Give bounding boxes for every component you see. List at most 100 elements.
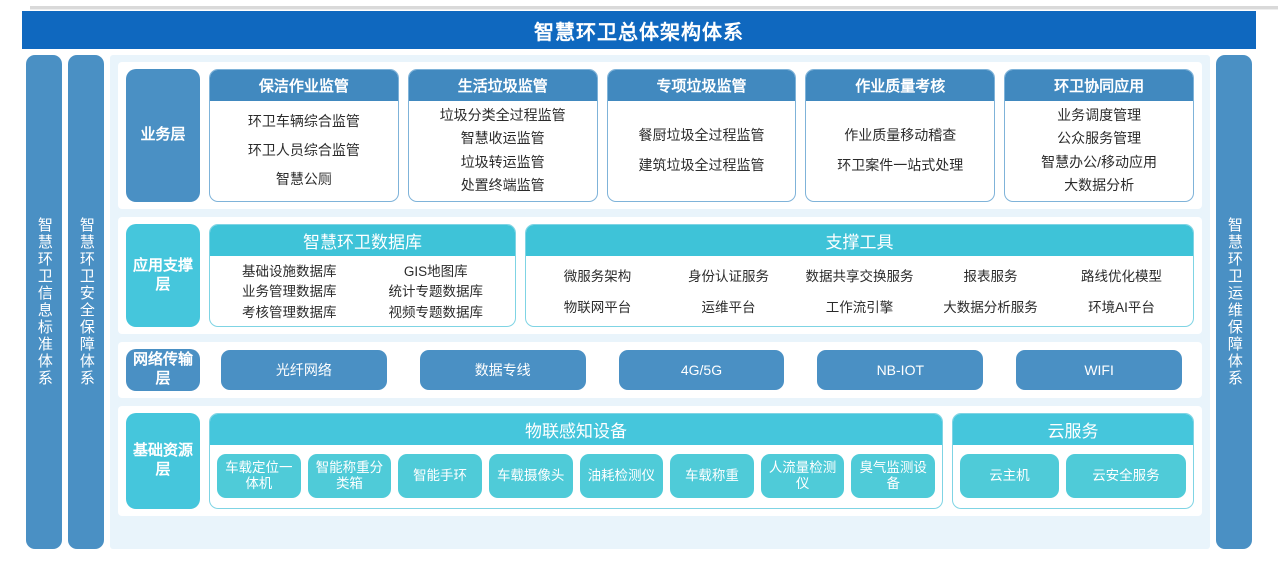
diagram-body: 智慧环卫信息标准体系 智慧环卫安全保障体系 业务层 保洁作业监管 环卫车辆综合监… [22, 49, 1256, 555]
network-pill-wifi[interactable]: WIFI [1016, 350, 1182, 391]
pillar-label: 智慧环卫运维保障体系 [1225, 217, 1243, 387]
panel-cell: GIS地图库 [403, 263, 468, 279]
panel-row: 物联网平台 运维平台 工作流引擎 大数据分析服务 环境AI平台 [532, 290, 1187, 321]
network-pill-leased-line[interactable]: 数据专线 [419, 350, 586, 391]
layer-business: 业务层 保洁作业监管 环卫车辆综合监管 环卫人员综合监管 智慧公厕 生活垃圾监管 [118, 62, 1202, 210]
card-items: 作业质量移动稽查 环卫案件一站式处理 [806, 101, 994, 201]
panel-cell: 大数据分析服务 [943, 299, 1038, 315]
diagram-title-banner: 智慧环卫总体架构体系 [22, 11, 1256, 49]
card-item: 智慧办公/移动应用 [1041, 153, 1158, 170]
layer-tag-application-support: 应用支撑层 [126, 224, 200, 328]
top-divider-rule-secondary [30, 9, 1278, 10]
layer-base-resource: 基础资源层 物联感知设备 车载定位一体机 智能称重分类箱 智能手环 车载摄像头 … [118, 406, 1202, 517]
device-chip-fuel-monitor[interactable]: 油耗检测仪 [579, 453, 664, 498]
card-items: 餐厨垃圾全过程监管 建筑垃圾全过程监管 [608, 101, 796, 201]
layer-stack: 业务层 保洁作业监管 环卫车辆综合监管 环卫人员综合监管 智慧公厕 生活垃圾监管 [110, 55, 1210, 549]
card-item: 公众服务管理 [1057, 130, 1142, 147]
device-chip-vehicle-scale[interactable]: 车载称重 [670, 453, 754, 498]
layer-tag-network-transmission: 网络传输层 [126, 349, 200, 392]
panel-cell: 考核管理数据库 [242, 304, 337, 320]
panel-cell: 基础设施数据库 [242, 263, 337, 279]
top-divider-rule [30, 6, 1278, 9]
business-cards: 保洁作业监管 环卫车辆综合监管 环卫人员综合监管 智慧公厕 生活垃圾监管 垃圾分… [209, 69, 1194, 203]
card-title: 作业质量考核 [806, 70, 995, 101]
card-item: 处置终端监管 [460, 176, 545, 193]
panel-cell: 身份认证服务 [688, 268, 769, 284]
panel-rows: 微服务架构 身份认证服务 数据共享交换服务 报表服务 路线优化模型 物联网平台 … [526, 256, 1193, 326]
layer-tag-base-resource: 基础资源层 [126, 413, 200, 510]
card-item: 智慧收运监管 [460, 130, 545, 147]
card-title: 专项垃圾监管 [607, 70, 796, 101]
layer-application-support: 应用支撑层 智慧环卫数据库 基础设施数据库 GIS地图库 业务管理数据库 [118, 217, 1202, 335]
card-items: 垃圾分类全过程监管 智慧收运监管 垃圾转运监管 处置终端监管 [409, 101, 597, 201]
business-card-special-waste-supervision[interactable]: 专项垃圾监管 餐厨垃圾全过程监管 建筑垃圾全过程监管 [606, 69, 797, 203]
panel-cell: 业务管理数据库 [242, 284, 337, 300]
card-title: 环卫协同应用 [1005, 70, 1193, 101]
panel-title: 云服务 [953, 414, 1193, 446]
panel-cell: 工作流引擎 [825, 299, 894, 315]
panel-cell: 统计专题数据库 [388, 284, 484, 300]
panel-cell: 视频专题数据库 [388, 304, 484, 320]
panel-row: 基础设施数据库 GIS地图库 [216, 259, 509, 280]
card-title: 保洁作业监管 [210, 70, 398, 101]
card-title: 生活垃圾监管 [408, 70, 597, 101]
business-card-domestic-waste-supervision[interactable]: 生活垃圾监管 垃圾分类全过程监管 智慧收运监管 垃圾转运监管 处置终端监管 [407, 69, 598, 203]
support-panel-database[interactable]: 智慧环卫数据库 基础设施数据库 GIS地图库 业务管理数据库 统计专题数据库 [209, 224, 516, 328]
panel-title: 支撑工具 [526, 225, 1193, 257]
cloud-chips: 云主机 云安全服务 [953, 445, 1193, 508]
base-panel-cloud-services[interactable]: 云服务 云主机 云安全服务 [952, 413, 1194, 510]
pillar-label: 智慧环卫信息标准体系 [35, 217, 53, 387]
device-chip-smart-weighing-bin[interactable]: 智能称重分类箱 [307, 453, 392, 498]
cloud-chip-cloud-security[interactable]: 云安全服务 [1065, 453, 1186, 498]
panel-title: 智慧环卫数据库 [210, 225, 515, 257]
business-card-cleaning-supervision[interactable]: 保洁作业监管 环卫车辆综合监管 环卫人员综合监管 智慧公厕 [209, 69, 399, 203]
card-item: 业务调度管理 [1057, 107, 1142, 123]
business-card-collaborative-application[interactable]: 环卫协同应用 业务调度管理 公众服务管理 智慧办公/移动应用 大数据分析 [1004, 69, 1194, 203]
panel-cell: 环境AI平台 [1088, 299, 1155, 315]
panel-title: 物联感知设备 [210, 414, 942, 446]
base-panel-iot-devices[interactable]: 物联感知设备 车载定位一体机 智能称重分类箱 智能手环 车载摄像头 油耗检测仪 … [209, 413, 943, 510]
panel-rows: 基础设施数据库 GIS地图库 业务管理数据库 统计专题数据库 考核管理数据库 视… [210, 256, 515, 326]
pillar-information-standard-system[interactable]: 智慧环卫信息标准体系 [26, 55, 62, 549]
device-chip-vehicle-camera[interactable]: 车载摄像头 [488, 453, 573, 498]
pillar-security-guarantee-system[interactable]: 智慧环卫安全保障体系 [68, 55, 104, 549]
device-chip-people-flow-detector[interactable]: 人流量检测仪 [760, 453, 845, 498]
card-item: 环卫人员综合监管 [247, 141, 360, 158]
device-chips: 车载定位一体机 智能称重分类箱 智能手环 车载摄像头 油耗检测仪 车载称重 人流… [210, 445, 942, 508]
card-item: 大数据分析 [1064, 176, 1135, 193]
device-chip-vehicle-positioning[interactable]: 车载定位一体机 [217, 453, 301, 498]
layer-network-transmission: 网络传输层 光纤网络 数据专线 4G/5G NB-IOT WIFI [118, 342, 1202, 399]
card-items: 环卫车辆综合监管 环卫人员综合监管 智慧公厕 [210, 101, 398, 201]
panel-cell: 微服务架构 [563, 268, 632, 284]
pillar-operation-maintenance-system[interactable]: 智慧环卫运维保障体系 [1216, 55, 1252, 549]
cloud-chip-cloud-host[interactable]: 云主机 [960, 453, 1059, 498]
panel-row: 业务管理数据库 统计专题数据库 [216, 280, 509, 301]
device-chip-odor-monitor[interactable]: 臭气监测设备 [851, 453, 935, 498]
card-item: 作业质量移动稽查 [844, 127, 957, 144]
support-panel-tools[interactable]: 支撑工具 微服务架构 身份认证服务 数据共享交换服务 报表服务 路线优化模型 [525, 224, 1194, 328]
panel-cell: 报表服务 [963, 268, 1018, 284]
panel-cell: 数据共享交换服务 [805, 268, 914, 284]
diagram-frame: 智慧环卫总体架构体系 智慧环卫信息标准体系 智慧环卫安全保障体系 业务层 保洁作… [22, 11, 1256, 555]
panel-row: 微服务架构 身份认证服务 数据共享交换服务 报表服务 路线优化模型 [532, 259, 1187, 290]
panel-cell: 物联网平台 [563, 299, 632, 315]
pillar-label: 智慧环卫安全保障体系 [77, 217, 95, 387]
panel-row: 考核管理数据库 视频专题数据库 [216, 301, 509, 322]
network-pills: 光纤网络 数据专线 4G/5G NB-IOT WIFI [209, 349, 1194, 391]
card-item: 垃圾转运监管 [460, 153, 545, 170]
network-pill-4g-5g[interactable]: 4G/5G [618, 350, 785, 391]
card-item: 智慧公厕 [275, 171, 332, 188]
network-pill-nb-iot[interactable]: NB-IOT [817, 350, 984, 391]
card-item: 环卫案件一站式处理 [837, 156, 964, 173]
network-pill-fiber[interactable]: 光纤网络 [221, 350, 387, 391]
panel-cell: 运维平台 [701, 299, 756, 315]
business-card-work-quality-assessment[interactable]: 作业质量考核 作业质量移动稽查 环卫案件一站式处理 [805, 69, 996, 203]
support-panels: 智慧环卫数据库 基础设施数据库 GIS地图库 业务管理数据库 统计专题数据库 [209, 224, 1194, 328]
card-item: 餐厨垃圾全过程监管 [638, 127, 765, 144]
device-chip-smart-wristband[interactable]: 智能手环 [398, 453, 482, 498]
card-item: 建筑垃圾全过程监管 [638, 156, 765, 173]
card-item: 垃圾分类全过程监管 [439, 107, 566, 123]
panel-cell: 路线优化模型 [1081, 268, 1162, 284]
base-panels: 物联感知设备 车载定位一体机 智能称重分类箱 智能手环 车载摄像头 油耗检测仪 … [209, 413, 1194, 510]
